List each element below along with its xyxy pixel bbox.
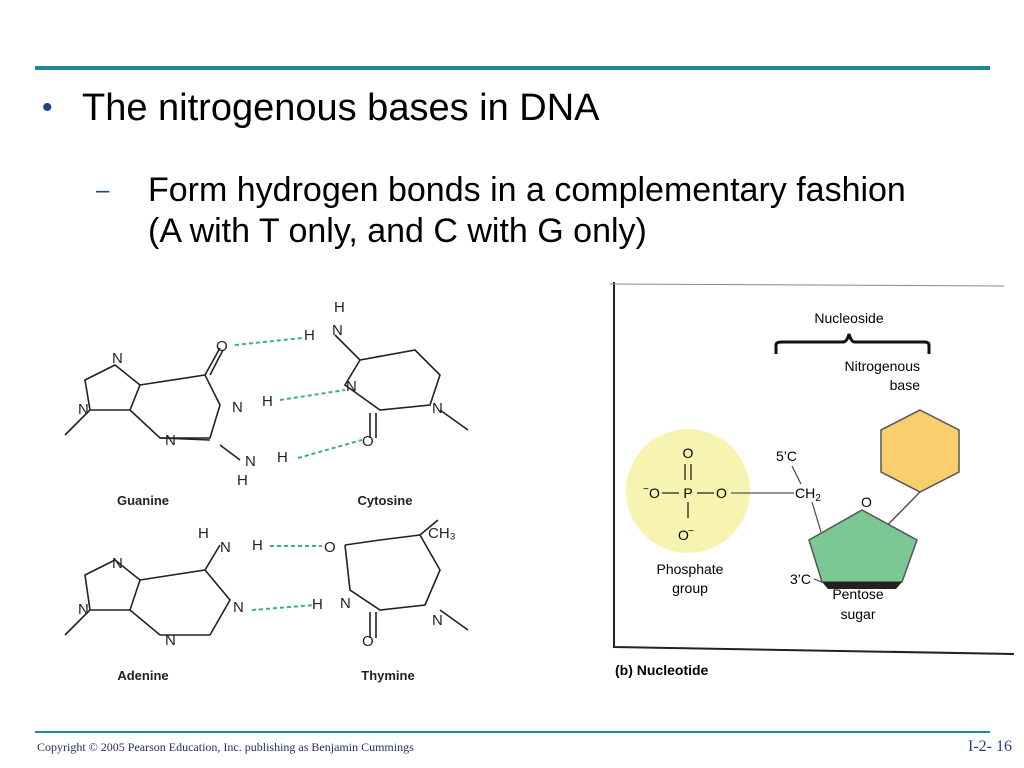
phosphate-circle — [626, 429, 750, 553]
top-rule — [35, 66, 990, 70]
ring-oxygen: O — [861, 494, 872, 510]
nitrogenous-base-label: Nitrogenous — [845, 358, 921, 374]
atom-n: N — [112, 555, 123, 572]
phosphorus-atom: P — [683, 485, 692, 501]
bottom-rule — [35, 731, 990, 733]
three-prime-carbon-label: 3’C — [790, 571, 811, 587]
panel-border — [613, 282, 1015, 655]
atom-n: N — [346, 378, 357, 395]
methyl-group: CH₃ — [428, 525, 456, 542]
phosphate-oxygen-right: O — [716, 485, 727, 501]
subbullet-text: Form hydrogen bonds in a complementary f… — [148, 171, 906, 250]
pentose-sugar-label: Pentose — [832, 586, 884, 602]
bullet-marker: • — [42, 91, 53, 124]
label-guanine: Guanine — [117, 493, 169, 508]
bullet-item: • The nitrogenous bases in DNA — [42, 86, 600, 130]
atom-n: N — [340, 595, 351, 612]
atom-h: H — [252, 537, 263, 554]
copyright-notice: Copyright © 2005 Pearson Education, Inc.… — [37, 740, 414, 754]
phosphate-group-label: Phosphate — [657, 561, 724, 577]
nucleoside-label: Nucleoside — [814, 310, 883, 326]
atom-n: N — [112, 350, 123, 367]
atom-n: N — [78, 401, 89, 418]
label-adenine: Adenine — [117, 668, 168, 683]
page-number: I-2- 16 — [968, 738, 1012, 755]
atom-n: N — [332, 322, 343, 339]
phosphate-group-label: group — [672, 580, 708, 596]
atom-n: N — [432, 612, 443, 629]
atom-h: H — [334, 299, 345, 316]
atom-n: N — [165, 432, 176, 449]
subbullet-marker: – — [96, 177, 110, 204]
atom-o: O — [362, 633, 374, 650]
charge-minus: − — [643, 484, 649, 495]
atom-n: N — [165, 632, 176, 649]
atom-h: H — [237, 472, 248, 489]
atom-h: H — [198, 525, 209, 542]
nucleoside-brace — [774, 333, 931, 354]
pentose-sugar-ring — [808, 509, 918, 583]
atom-n: N — [432, 400, 443, 417]
atom-h: H — [312, 596, 323, 613]
atom-n: N — [233, 599, 244, 616]
pentose-sugar-label: sugar — [840, 606, 875, 622]
ch2-group: CH2 — [795, 485, 821, 504]
atom-h: H — [277, 449, 288, 466]
atom-n: N — [78, 601, 89, 618]
bullet-text: The nitrogenous bases in DNA — [82, 87, 600, 129]
phosphate-oxygen-bottom: O — [678, 527, 689, 543]
atom-o: O — [216, 338, 228, 355]
phosphate-oxygen-left: O — [649, 485, 660, 501]
subbullet-item: – Form hydrogen bonds in a complementary… — [96, 170, 938, 252]
phosphate-oxygen-top: O — [683, 445, 694, 461]
label-thymine: Thymine — [361, 668, 414, 683]
atom-n: N — [245, 453, 256, 470]
label-cytosine: Cytosine — [358, 493, 413, 508]
atom-h: H — [304, 327, 315, 344]
charge-minus: − — [688, 526, 694, 537]
atom-o: O — [362, 433, 374, 450]
nitrogenous-base-label: base — [890, 377, 921, 393]
atom-n: N — [232, 399, 243, 416]
nucleotide-diagram: Nucleoside Nitrogenous base O P − O O O … — [609, 282, 1015, 678]
nitrogenous-base-hexagon — [880, 409, 960, 493]
nucleotide-caption: (b) Nucleotide — [615, 662, 709, 678]
base-pair-diagram: N N N N O H N H H H N H N N O N N N N H … — [64, 299, 469, 683]
atom-n: N — [220, 539, 231, 556]
atom-o: O — [324, 539, 336, 556]
five-prime-carbon-label: 5’C — [776, 448, 797, 464]
atom-h: H — [262, 393, 273, 410]
